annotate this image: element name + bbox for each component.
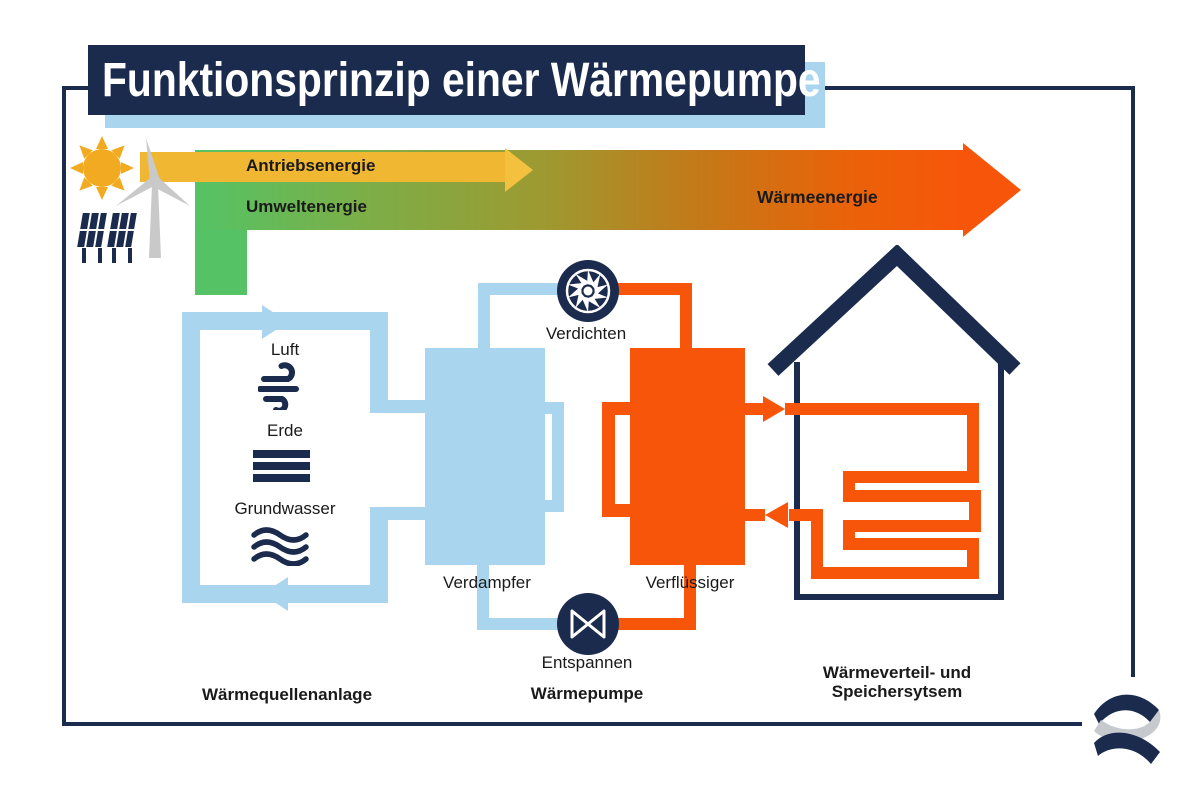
house-icon (745, 245, 1021, 600)
distribution-caption-line2: Speichersytsem (831, 682, 963, 701)
wind-turbine-icon (116, 138, 190, 258)
distribution-caption-line1: Wärmeverteil- und (822, 663, 972, 682)
expansion-valve-circle (557, 593, 619, 655)
house-walls (794, 362, 1004, 600)
page-title: Funktionsprinzip einer Wärmepumpe (102, 53, 821, 107)
source-loop-return-stub (370, 507, 425, 520)
grundwasser-label: Grundwasser (234, 499, 336, 518)
entspannen-label: Entspannen (541, 653, 633, 672)
wind-icon (258, 362, 299, 410)
antriebsenergie-label: Antriebsenergie (246, 156, 376, 175)
ribbon-logo-icon (1094, 694, 1161, 764)
condenser-block (630, 348, 745, 565)
verdichten-label: Verdichten (545, 324, 627, 343)
frame-border-left (62, 86, 66, 726)
pipe-from-compressor (618, 283, 692, 295)
solar-panel-icon (74, 212, 140, 263)
pipe-evaporator-to-valve (477, 565, 489, 625)
distribution-caption: Wärmeverteil- und Speichersytsem (797, 663, 997, 701)
evaporator-coil-bracket (545, 402, 564, 512)
verdampfer-label: Verdampfer (443, 573, 531, 592)
frame-border-bottom (62, 722, 1082, 726)
source-loop-arrow-left-icon (262, 577, 288, 611)
source-loop-gap (370, 413, 388, 507)
pipe-to-valve (477, 618, 562, 630)
condenser-coil-bracket (602, 402, 630, 517)
groundwater-icon (251, 527, 309, 566)
title-banner: Funktionsprinzip einer Wärmepumpe (88, 45, 821, 115)
pipe-to-compressor (478, 283, 558, 295)
heating-coil-icon (745, 396, 981, 579)
pipe-compressor-to-condenser (680, 295, 692, 348)
pipe-evaporator-to-compressor (478, 295, 490, 348)
pipe-from-valve (614, 618, 696, 630)
erde-label: Erde (267, 421, 303, 440)
environment-energy-downbar (195, 230, 247, 295)
supply-arrow-icon (763, 396, 785, 422)
fan-icon (565, 268, 611, 314)
expansion-valve-icon (570, 609, 606, 639)
source-loop-supply-stub (370, 400, 425, 413)
verfluessiger-label: Verflüssiger (645, 573, 735, 592)
drive-energy-arrowhead (505, 148, 533, 192)
sun-icon (70, 136, 134, 200)
source-loop-arrow-right-icon (262, 305, 288, 339)
waermepumpe-caption: Wärmepumpe (530, 684, 644, 703)
waermeenergie-label: Wärmeenergie (757, 187, 878, 207)
luft-label: Luft (270, 340, 300, 359)
drive-energy-band (140, 152, 505, 182)
earth-icon (253, 450, 310, 482)
frame-border-right (1131, 86, 1135, 677)
return-arrow-icon (765, 502, 788, 528)
waermequellenanlage-caption: Wärmequellenanlage (201, 685, 373, 704)
compressor-circle (557, 260, 619, 322)
heat-energy-arrowhead (963, 143, 1021, 237)
house-roof (767, 245, 1021, 376)
umweltenergie-label: Umweltenergie (246, 197, 367, 216)
evaporator-block (425, 348, 545, 565)
pipe-condenser-to-valve (684, 565, 696, 630)
